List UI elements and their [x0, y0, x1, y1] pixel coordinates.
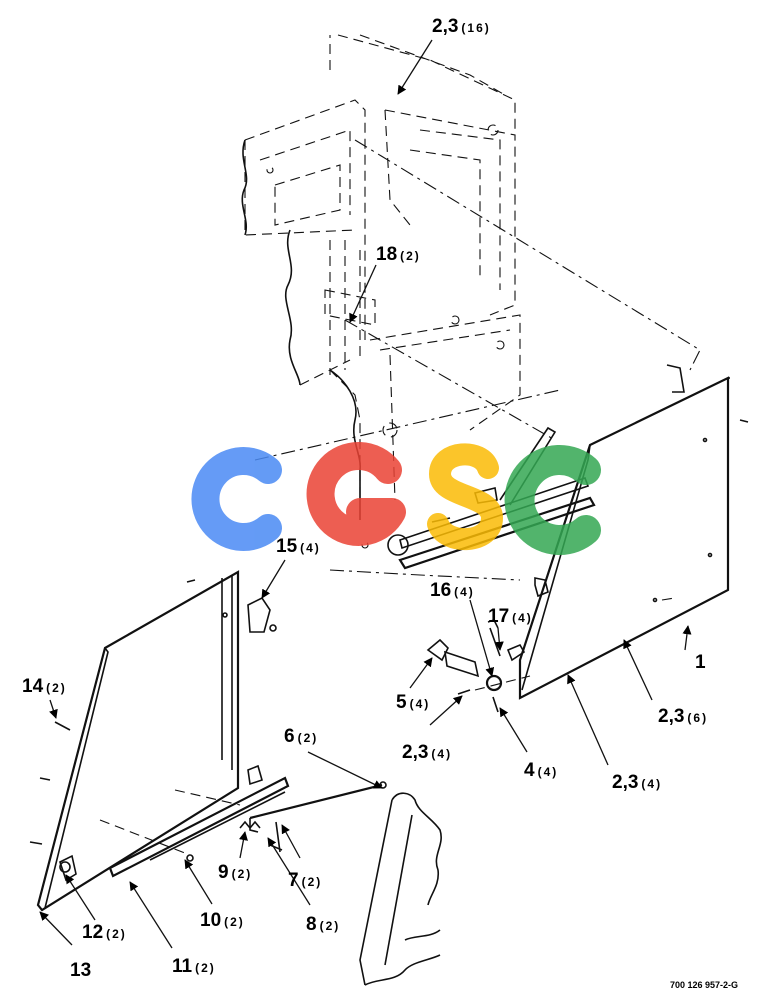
callout-2-3-4b: 2,3(4) [612, 772, 662, 793]
callout-13: 13 [70, 960, 91, 981]
callout-4: 4(4) [524, 760, 558, 781]
callout-2-3-4a: 2,3(4) [402, 742, 452, 763]
callout-7: 7(2) [288, 870, 322, 891]
watermark-letter-s [427, 443, 504, 550]
watermark-letter-c1 [191, 447, 282, 551]
callout-8: 8(2) [306, 914, 340, 935]
callout-1: 1 [695, 652, 706, 673]
callout-18: 18(2) [376, 244, 421, 265]
left-side-sheet [29, 570, 277, 912]
drawing-number: 700 126 957-2-G [670, 980, 738, 990]
callout-14: 14(2) [22, 676, 67, 697]
callout-11: 11(2) [172, 956, 216, 977]
lower-frame-fragment [359, 792, 442, 986]
callout-10: 10(2) [200, 910, 245, 931]
callout-9: 9(2) [218, 862, 252, 883]
callout-12: 12(2) [82, 922, 127, 943]
callout-6: 6(2) [284, 726, 318, 747]
machine-frame-phantom [241, 34, 701, 581]
leader-lines [39, 39, 692, 949]
cgsc-watermark-logo [191, 442, 601, 555]
hinge-hardware-cluster [426, 619, 531, 713]
watermark-letter-c2 [504, 445, 601, 555]
callout-16: 16(4) [430, 580, 475, 601]
callout-15: 15(4) [276, 536, 321, 557]
callout-17: 17(4) [488, 606, 533, 627]
lower-support-bar [99, 776, 387, 878]
callout-2-3-16: 2,3(16) [432, 16, 491, 37]
callout-labels: 2,3(16) 18(2) 15(4) 16(4) 17(4) 1 14(2) … [22, 16, 708, 981]
callout-5: 5(4) [396, 692, 430, 713]
callout-2-3-6: 2,3(6) [658, 706, 708, 727]
watermark-letter-g [306, 442, 406, 546]
